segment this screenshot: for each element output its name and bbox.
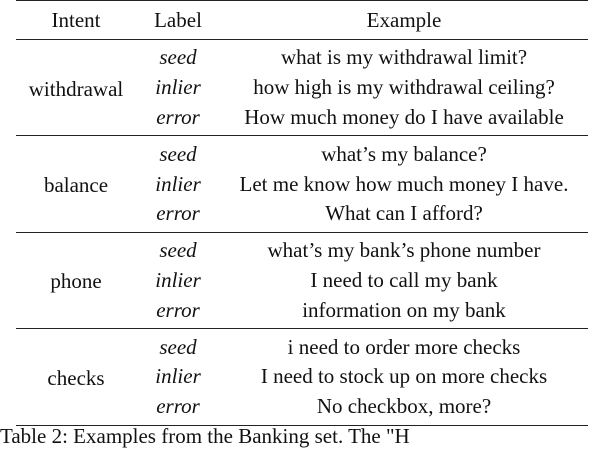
table-row: inlier I need to call my bank bbox=[16, 266, 588, 296]
intent-group-withdrawal: withdrawal seed what is my withdrawal li… bbox=[16, 39, 588, 137]
table-row: inlier how high is my withdrawal ceiling… bbox=[16, 73, 588, 103]
intent-group-checks: checks seed i need to order more checks … bbox=[16, 328, 588, 426]
label-cell: seed bbox=[159, 334, 197, 359]
label-cell: inlier bbox=[155, 171, 201, 196]
examples-table: Intent Label Example withdrawal seed wha… bbox=[16, 0, 588, 426]
example-cell: No checkbox, more? bbox=[220, 391, 588, 426]
label-cell: error bbox=[136, 391, 220, 426]
table-row: error information on my bank bbox=[16, 295, 588, 330]
example-cell: Let me know how much money I have. bbox=[239, 171, 569, 196]
table-row: error No checkbox, more? bbox=[16, 391, 588, 426]
label-cell: error bbox=[136, 295, 220, 330]
intent-group-phone: phone seed what’s my bank’s phone number… bbox=[16, 232, 588, 330]
example-cell: how high is my withdrawal ceiling? bbox=[253, 75, 555, 100]
header-example: Example bbox=[220, 0, 588, 40]
example-cell: What can I afford? bbox=[220, 198, 588, 233]
intent-cell: checks bbox=[16, 328, 136, 426]
table-row: inlier I need to stock up on more checks bbox=[16, 362, 588, 392]
label-cell: inlier bbox=[155, 364, 201, 389]
example-cell: what’s my balance? bbox=[321, 141, 487, 166]
label-cell: inlier bbox=[155, 267, 201, 292]
table-header: Intent Label Example bbox=[16, 0, 588, 40]
example-cell: I need to call my bank bbox=[310, 267, 498, 292]
table-caption: Table 2: Examples from the Banking set. … bbox=[0, 424, 410, 448]
label-cell: error bbox=[136, 102, 220, 137]
table-row: balance seed what’s my balance? bbox=[16, 135, 588, 233]
example-cell: How much money do I have available bbox=[220, 102, 588, 137]
table-row: inlier Let me know how much money I have… bbox=[16, 169, 588, 199]
table-row: error What can I afford? bbox=[16, 198, 588, 233]
label-cell: seed bbox=[159, 238, 197, 263]
table-row: phone seed what’s my bank’s phone number bbox=[16, 232, 588, 330]
example-cell: I need to stock up on more checks bbox=[260, 364, 548, 389]
label-cell: inlier bbox=[155, 75, 201, 100]
example-cell: i need to order more checks bbox=[287, 334, 521, 359]
header-row: Intent Label Example bbox=[16, 0, 588, 40]
intent-cell: withdrawal bbox=[16, 39, 136, 137]
label-cell: seed bbox=[159, 45, 197, 70]
example-cell: what is my withdrawal limit? bbox=[280, 45, 528, 70]
header-intent: Intent bbox=[16, 0, 136, 40]
table-row: checks seed i need to order more checks bbox=[16, 328, 588, 426]
intent-cell: balance bbox=[16, 135, 136, 233]
example-cell: information on my bank bbox=[220, 295, 588, 330]
table-row: withdrawal seed what is my withdrawal li… bbox=[16, 39, 588, 137]
intent-group-balance: balance seed what’s my balance? inlier L… bbox=[16, 135, 588, 233]
label-cell: seed bbox=[159, 141, 197, 166]
label-cell: error bbox=[136, 198, 220, 233]
header-label: Label bbox=[136, 0, 220, 40]
examples-table-container: Intent Label Example withdrawal seed wha… bbox=[16, 0, 588, 426]
example-cell: what’s my bank’s phone number bbox=[267, 238, 541, 263]
table-row: error How much money do I have available bbox=[16, 102, 588, 137]
intent-cell: phone bbox=[16, 232, 136, 330]
